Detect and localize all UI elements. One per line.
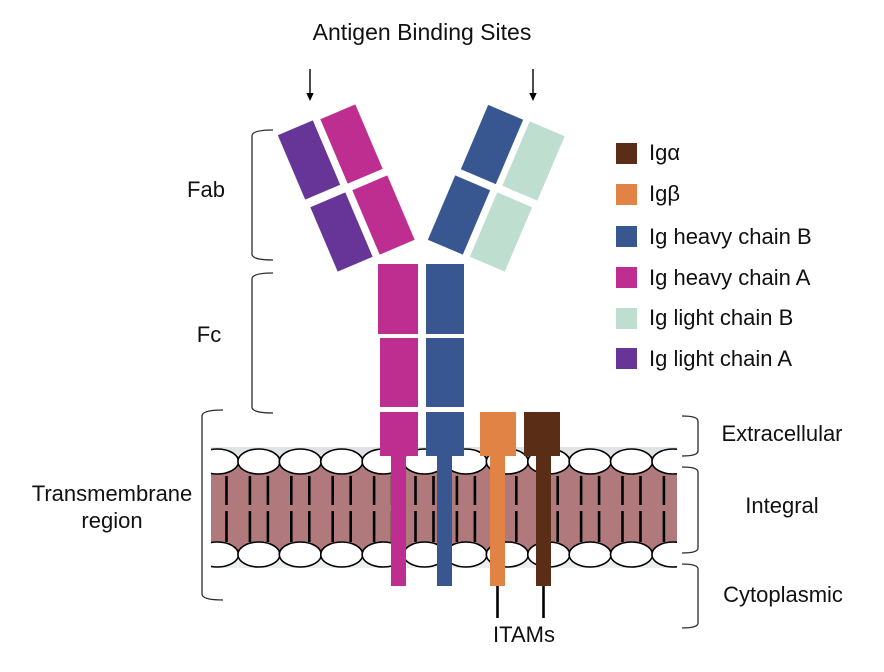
- fab-arm-right: [427, 104, 565, 272]
- transmembrane-label-line1: Transmembrane: [32, 481, 193, 506]
- heavy-chain-b-ch3-domain: [426, 338, 464, 407]
- inner-leaflet-lipid-head: [278, 541, 323, 568]
- legend-item-light-chain-a: Ig light chain A: [616, 346, 792, 371]
- outer-leaflet-lipid-head: [237, 448, 281, 475]
- extracellular-bracket: [681, 415, 699, 457]
- ig-alpha-extracellular-domain: [524, 412, 560, 456]
- outer-leaflet-lipid-head: [211, 448, 240, 475]
- legend-label: Ig light chain B: [649, 305, 793, 330]
- fab-label: Fab: [187, 177, 225, 202]
- heavy-chain-b-ch1-domain: [427, 175, 491, 255]
- arrow-down-icon-left: [306, 69, 314, 101]
- legend-swatch: [616, 143, 637, 164]
- legend: Igα Igβ Ig heavy chain B Ig heavy chain …: [616, 140, 812, 371]
- fc-label: Fc: [197, 322, 221, 347]
- outer-leaflet-lipid-head: [319, 448, 364, 475]
- legend-item-ig-alpha: Igα: [616, 140, 680, 165]
- light-chain-a-constant-domain: [310, 192, 373, 272]
- cytoplasmic-label: Cytoplasmic: [723, 582, 843, 607]
- itams-label: ITAMs: [493, 622, 555, 647]
- legend-item-heavy-chain-b: Ig heavy chain B: [616, 224, 812, 249]
- heavy-chain-a-transmembrane-tail: [391, 455, 406, 586]
- legend-label: Igα: [649, 140, 680, 165]
- legend-item-light-chain-b: Ig light chain B: [616, 305, 793, 330]
- transmembrane-label-line2: region: [81, 508, 142, 533]
- heavy-chain-b-membrane-proximal-domain: [426, 412, 464, 456]
- extracellular-label: Extracellular: [721, 421, 842, 446]
- heavy-chain-b-ch2-domain: [426, 264, 464, 334]
- legend-swatch: [616, 267, 637, 288]
- heavy-chain-b-transmembrane-tail: [437, 455, 452, 586]
- integral-bracket: [681, 466, 699, 554]
- outer-leaflet-lipid-head: [651, 448, 677, 475]
- legend-swatch: [616, 348, 637, 369]
- diagram-title: Antigen Binding Sites: [313, 19, 532, 45]
- arrow-down-icon-right: [529, 69, 537, 101]
- legend-swatch: [616, 184, 637, 205]
- ig-beta-tail: [490, 455, 505, 586]
- legend-label: Ig light chain A: [649, 346, 792, 371]
- legend-label: Ig heavy chain B: [649, 224, 812, 249]
- heavy-chain-b-variable-domain: [460, 104, 524, 185]
- inner-leaflet-lipid-head: [651, 541, 677, 568]
- transmembrane-bracket: [201, 409, 224, 601]
- heavy-chain-a-membrane-proximal-domain: [380, 412, 418, 456]
- inner-leaflet-lipid-head: [211, 541, 240, 568]
- legend-label: Igβ: [649, 181, 680, 206]
- inner-leaflet-lipid-head: [609, 541, 654, 568]
- outer-leaflet-lipid-head: [609, 448, 654, 475]
- legend-swatch: [616, 308, 637, 329]
- cytoplasmic-bracket: [681, 563, 699, 629]
- legend-label: Ig heavy chain A: [649, 265, 811, 290]
- fab-arm-left: [277, 104, 415, 272]
- outer-leaflet-lipid-head: [278, 448, 323, 475]
- ig-alpha-tail: [536, 455, 551, 586]
- inner-leaflet-lipid-head: [319, 541, 364, 568]
- ig-beta: [480, 412, 516, 586]
- ig-alpha: [524, 412, 560, 586]
- light-chain-b-variable-domain: [502, 121, 565, 201]
- light-chain-b-constant-domain: [469, 192, 533, 272]
- outer-leaflet-lipid-head: [568, 448, 612, 475]
- legend-swatch: [616, 226, 637, 247]
- legend-item-heavy-chain-a: Ig heavy chain A: [616, 265, 811, 290]
- heavy-chain-b-stem: [426, 264, 464, 586]
- fc-bracket: [251, 272, 274, 414]
- legend-item-ig-beta: Igβ: [616, 181, 680, 206]
- integral-label: Integral: [745, 493, 818, 518]
- ig-beta-extracellular-domain: [480, 412, 516, 456]
- heavy-chain-a-variable-domain: [320, 104, 383, 184]
- heavy-chain-a-ch3-domain: [380, 338, 418, 407]
- heavy-chain-a-ch1-domain: [352, 175, 415, 255]
- fab-bracket: [251, 129, 274, 261]
- inner-leaflet-lipid-head: [237, 541, 281, 568]
- inner-leaflet-lipid-head: [568, 541, 612, 568]
- heavy-chain-a-stem: [378, 264, 418, 586]
- light-chain-a-variable-domain: [277, 120, 341, 200]
- heavy-chain-a-ch2-domain: [378, 264, 418, 334]
